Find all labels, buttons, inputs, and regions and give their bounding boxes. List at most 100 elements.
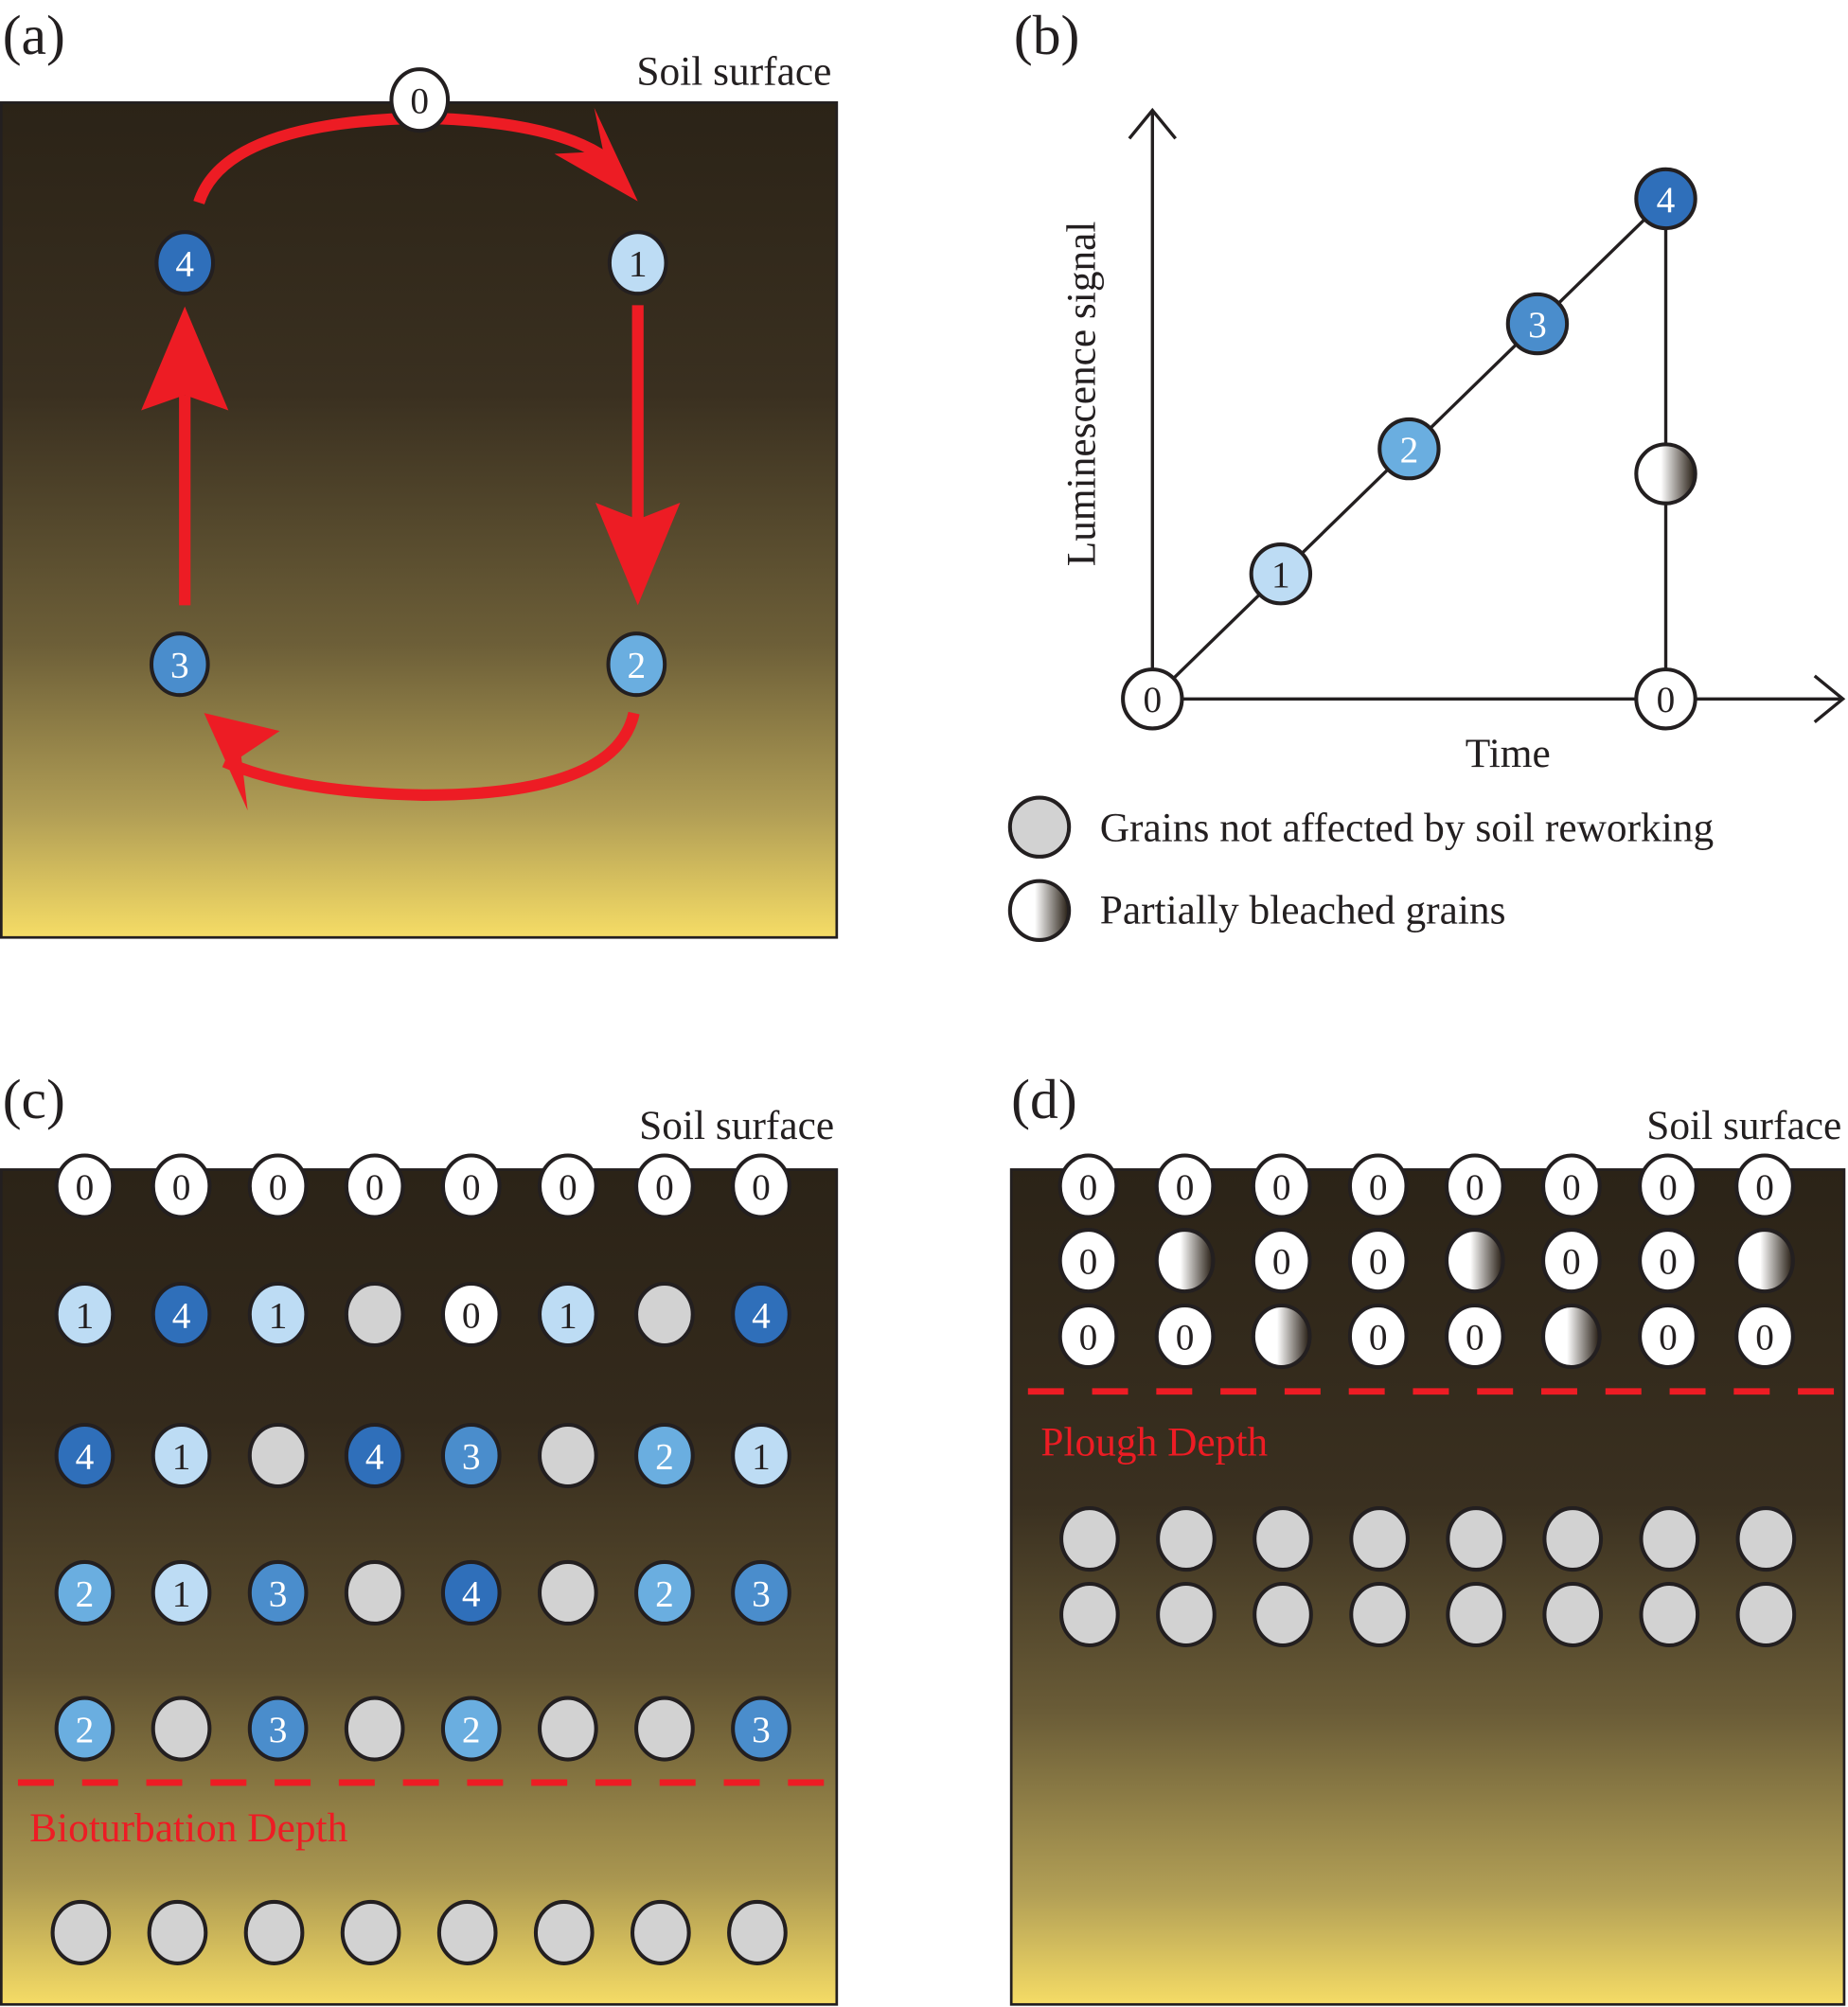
plot-point-6: 0 — [1634, 667, 1697, 731]
panel-c-grain-r4-c1-shape — [151, 1696, 212, 1762]
panel-d-grain-r0-c7-shape — [1734, 1153, 1795, 1219]
panel-d-grain-r1-c7-shape — [1734, 1228, 1795, 1294]
panel-c-grain-r3-c3-shape — [344, 1559, 405, 1625]
panel-d-grain-r0-c2-shape — [1251, 1153, 1312, 1219]
panel-c-grain-r4-c4-shape — [440, 1696, 502, 1762]
panel-c-grain-r0-c2: 0 — [247, 1153, 309, 1219]
svg-text:3: 3 — [170, 646, 189, 686]
panel-d-soil-surface-label: Soil surface — [1646, 1103, 1841, 1148]
panel-c-grain-r1-c6-shape — [634, 1281, 695, 1348]
panel-b-axes — [1128, 107, 1846, 723]
panel-c-label: (c) — [3, 1068, 65, 1130]
panel-c-grain-r4-c7: 3 — [731, 1696, 791, 1762]
plough-depth-label: Plough Depth — [1040, 1420, 1268, 1465]
panel-d-grain-r0-c1: 0 — [1154, 1153, 1216, 1219]
panel-c-grain-r3-c4-value: 4 — [462, 1573, 481, 1614]
panel-c-grain-r2-c7-value: 1 — [752, 1436, 771, 1477]
panel-c-grain-r1-c2-value: 1 — [269, 1295, 288, 1336]
panel-c-grain-r4-c0-value: 2 — [76, 1710, 95, 1750]
plot-point-5-shape — [1634, 442, 1697, 506]
panel-d-grain-r1-c7 — [1734, 1228, 1795, 1294]
panel-d-deep-grain-r0-c4-shape — [1446, 1506, 1507, 1572]
panel-d-grain-r2-c7: 0 — [1734, 1303, 1795, 1370]
panel-c-grain-r3-c0: 2 — [54, 1559, 116, 1625]
panel-c-deep-grain-r0-c4-shape — [436, 1899, 498, 1965]
panel-c-grain-r3-c7: 3 — [731, 1559, 791, 1625]
panel-d-grain-r2-c1-value: 0 — [1176, 1317, 1195, 1358]
panel-d-grain-r0-c5: 0 — [1541, 1153, 1602, 1219]
svg-text:Partially bleached grains: Partially bleached grains — [1100, 887, 1506, 932]
panel-c-grain-r4-c0-shape — [54, 1696, 116, 1762]
panel-c-grain-r0-c1-value: 0 — [172, 1167, 191, 1208]
panel-c-grain-r0-c3-value: 0 — [365, 1167, 384, 1208]
panel-d-deep-grain-r0-c5 — [1542, 1506, 1604, 1572]
panel-d-grain-r2-c6-value: 0 — [1659, 1317, 1678, 1358]
panel-c-grain-r4-c2: 3 — [247, 1696, 309, 1762]
panel-d-grain-r0-c7-value: 0 — [1755, 1167, 1774, 1208]
panel-d-deep-grain-r1-c6 — [1639, 1581, 1700, 1648]
bioturbation-depth-label: Bioturbation Depth — [29, 1805, 347, 1851]
panel-d-grain-r1-c2-value: 0 — [1272, 1241, 1291, 1282]
panel-d-deep-grain-r0-c3 — [1349, 1506, 1410, 1572]
panel-d-deep-grain-r1-c1-shape — [1156, 1581, 1217, 1648]
plot-point-1-shape — [1249, 542, 1313, 606]
panel-d-grain-r0-c3: 0 — [1347, 1153, 1409, 1219]
panel-b-label: (b) — [1014, 4, 1080, 66]
plot-point-1-value: 1 — [1271, 555, 1290, 595]
panel-c-soil-surface-label: Soil surface — [639, 1103, 834, 1148]
panel-c-deep-grain-r0-c0-shape — [50, 1899, 112, 1965]
panel-c-grain-r0-c5-value: 0 — [559, 1167, 578, 1208]
arrowhead-to-3 — [204, 713, 280, 811]
panel-c-grain-r0-c3-shape — [344, 1153, 405, 1219]
panel-c-grain-r3-c2-shape — [247, 1559, 309, 1625]
panel-d-grain-r0-c5-shape — [1541, 1153, 1602, 1219]
panel-c-deep-grain-r0-c1 — [147, 1899, 208, 1965]
panel-d-grain-r2-c2 — [1251, 1303, 1312, 1370]
panel-d-deep-grain-r0-c3-shape — [1349, 1506, 1410, 1572]
panel-c-grain-r1-c0-shape — [54, 1281, 116, 1348]
panel-d-deep-grain-r0-c2 — [1253, 1506, 1313, 1572]
panel-d-deep-grain-r0-c6 — [1639, 1506, 1700, 1572]
panel-d-soil-profile — [1009, 1168, 1846, 2006]
panel-c-grain-r2-c3-shape — [344, 1422, 405, 1489]
panel-c-grain-r4-c3-shape — [344, 1696, 405, 1762]
panel-d-grain-r2-c4-value: 0 — [1466, 1317, 1484, 1358]
panel-c-grain-r3-c7-value: 3 — [752, 1573, 771, 1614]
panel-c-grain-r2-c1-shape — [151, 1422, 212, 1489]
arrow-2-to-3 — [222, 711, 640, 801]
panel-c-grain-r2-c7: 1 — [731, 1422, 791, 1489]
legend-item-unaffected: Grains not affected by soil reworking — [1007, 795, 1714, 859]
panel-d-grain-r0-c6: 0 — [1638, 1153, 1698, 1219]
panel-d-deep-grain-r0-c6-shape — [1639, 1506, 1700, 1572]
panel-a-grain-0: 0 — [389, 67, 451, 133]
panel-d-grain-r1-c4-shape — [1444, 1228, 1505, 1294]
panel-c-grain-r1-c0-value: 1 — [76, 1295, 95, 1336]
panel-d-grain-r1-c2: 0 — [1251, 1228, 1312, 1294]
panel-c-grain-r3-c7-shape — [731, 1559, 791, 1625]
panel-d-deep-grain-r1-c7-shape — [1735, 1581, 1797, 1648]
panel-d-grain-r1-c0-value: 0 — [1079, 1241, 1098, 1282]
panel-d-grain-r0-c0: 0 — [1057, 1153, 1119, 1219]
legend-partial-grain-icon — [1007, 879, 1072, 942]
panel-d-deep-grain-r0-c7 — [1735, 1506, 1797, 1572]
panel-d-grain-r0-c4: 0 — [1444, 1153, 1505, 1219]
panel-d-deep-grain-r1-c3-shape — [1349, 1581, 1410, 1648]
panel-c-grain-r4-c7-shape — [731, 1696, 791, 1762]
panel-c-grain-r0-c6: 0 — [634, 1153, 695, 1219]
panel-c-deep-grain-r0-c4 — [436, 1899, 498, 1965]
panel-c-grain-r4-c2-value: 3 — [269, 1710, 288, 1750]
panel-c-grain-r1-c3 — [344, 1281, 405, 1348]
plot-point-3-value: 3 — [1528, 305, 1547, 346]
panel-c-grain-r2-c7-shape — [731, 1422, 791, 1489]
plot-point-6-shape — [1634, 667, 1697, 731]
panel-d-grain-r0-c4-shape — [1444, 1153, 1505, 1219]
panel-c-grain-r1-c3-shape — [344, 1281, 405, 1348]
panel-c-grain-r4-c3 — [344, 1696, 405, 1762]
panel-d-deep-grain-r1-c1 — [1156, 1581, 1217, 1648]
panel-c-grain-r0-c7: 0 — [731, 1153, 791, 1219]
panel-c-grain-r1-c7-value: 4 — [752, 1295, 771, 1336]
panel-c-deep-grain-r0-c1-shape — [147, 1899, 208, 1965]
